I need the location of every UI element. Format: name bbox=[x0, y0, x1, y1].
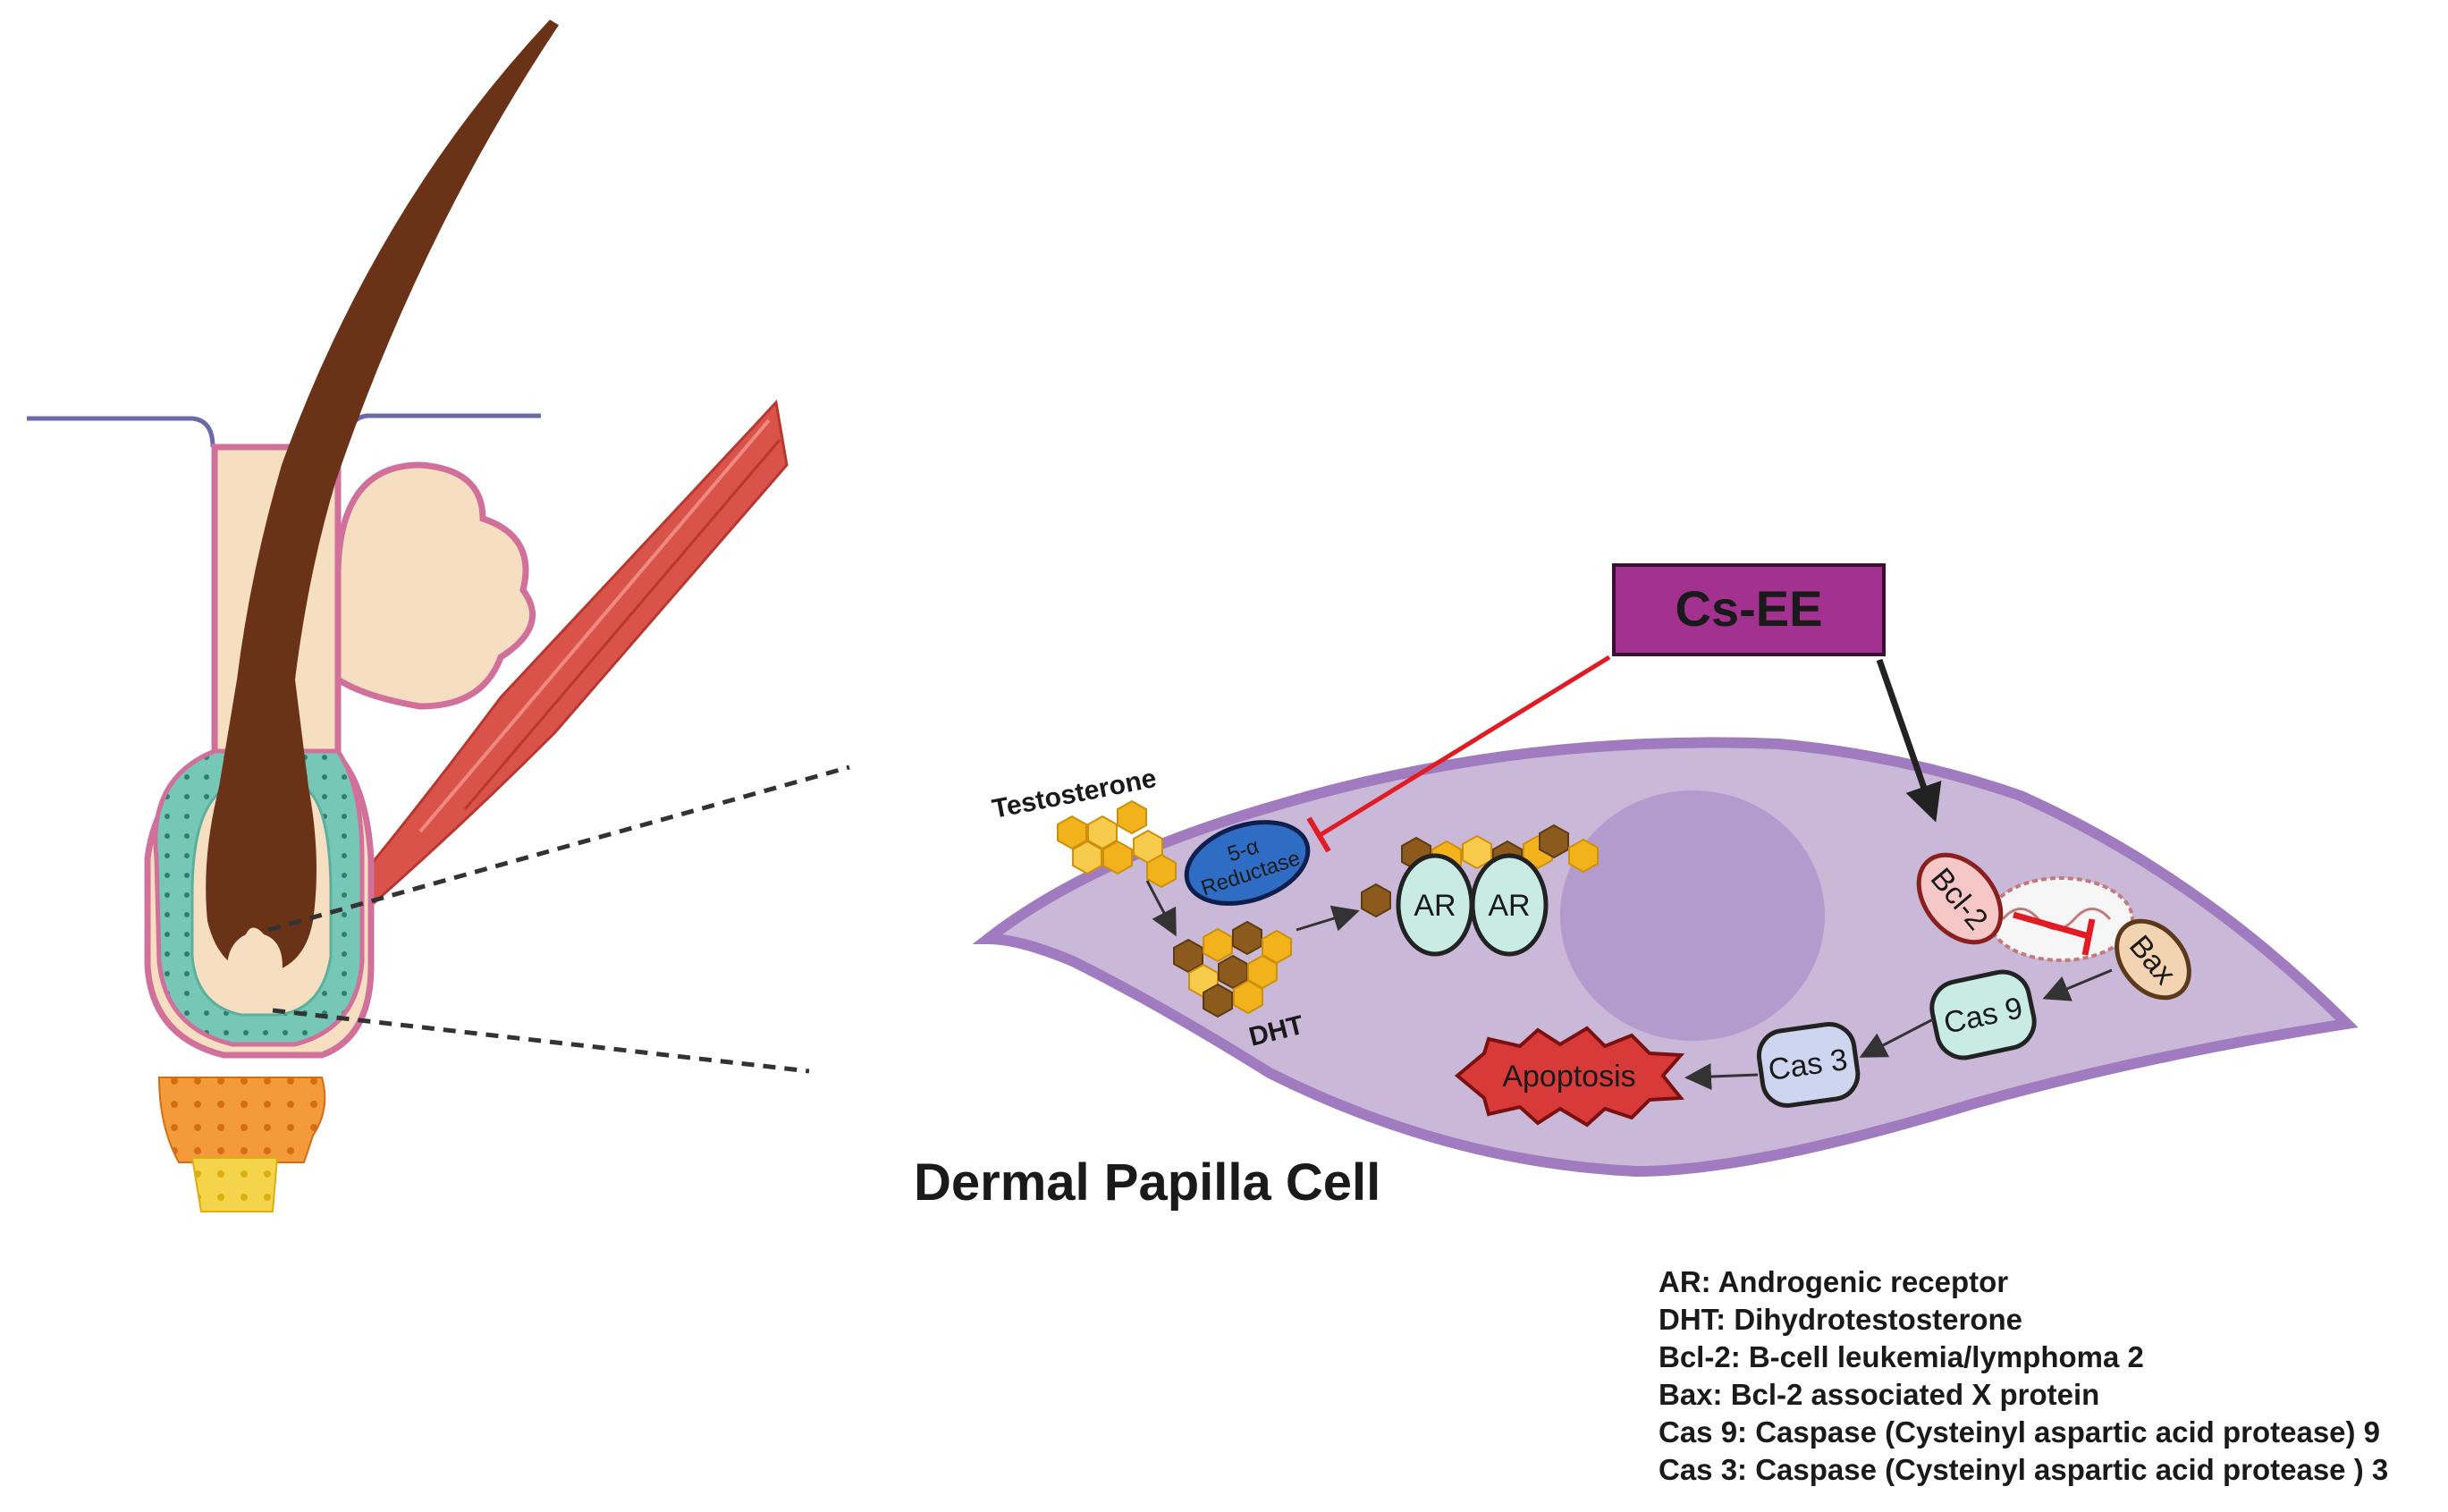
bcl2-node: Bcl-2 bbox=[1916, 852, 2004, 945]
bulb-cells-yellow bbox=[190, 1157, 279, 1212]
legend-item: Cas 9: Caspase (Cysteinyl aspartic acid … bbox=[1659, 1415, 2380, 1449]
diagram-title: Dermal Papilla Cell bbox=[914, 1153, 1380, 1212]
bulb-cells-orange bbox=[157, 1077, 326, 1163]
dermal-papilla bbox=[227, 927, 283, 993]
androgen-receptor-left: AR bbox=[1396, 853, 1474, 957]
arrow-testosterone-to-dht bbox=[1145, 880, 1177, 937]
dht-molecules bbox=[1173, 920, 1292, 1018]
arrow-cas9-to-cas3 bbox=[1859, 1018, 1934, 1058]
hair-follicle-illustration bbox=[27, 20, 850, 1212]
zoom-line-lower bbox=[272, 1008, 810, 1074]
arrow-dht-to-ar bbox=[1296, 905, 1360, 932]
legend-item: AR: Androgenic receptor bbox=[1659, 1265, 2008, 1298]
cas9-node: Cas 9 bbox=[1929, 969, 2037, 1060]
abbreviation-legend: AR: Androgenic receptor DHT: Dihydrotest… bbox=[1659, 1265, 2388, 1486]
inhibition-bcl2-to-bax bbox=[2013, 911, 2096, 956]
legend-item: Bcl-2: B-cell leukemia/lymphoma 2 bbox=[1659, 1340, 2144, 1373]
sebaceous-gland bbox=[334, 461, 536, 710]
arrow-cas3-to-apoptosis bbox=[1684, 1063, 1759, 1091]
ar-label-right: AR bbox=[1488, 889, 1530, 923]
cell-nucleus bbox=[1560, 790, 1825, 1041]
ar-label-left: AR bbox=[1414, 889, 1456, 923]
legend-item: Bax: Bcl-2 associated X protein bbox=[1659, 1378, 2099, 1411]
arrow-cs-to-bcl2 bbox=[1876, 658, 1942, 823]
apoptosis-node: Apoptosis bbox=[1454, 1026, 1685, 1128]
apoptosis-label: Apoptosis bbox=[1502, 1060, 1635, 1094]
arrow-bax-to-cas9 bbox=[2042, 968, 2113, 1001]
skin-surface-line bbox=[342, 413, 541, 448]
zoom-line-upper bbox=[267, 764, 850, 933]
treatment-box: Cs-EE bbox=[1612, 563, 1886, 656]
bax-node: Bax bbox=[2115, 918, 2191, 1001]
inhibition-cs-to-reductase bbox=[1306, 655, 1611, 853]
hair-shaft bbox=[206, 20, 559, 975]
legend-item: Cas 3: Caspase (Cysteinyl aspartic acid … bbox=[1659, 1453, 2388, 1486]
mitochondrion bbox=[1988, 876, 2134, 962]
cas3-node: Cas 3 bbox=[1756, 1022, 1861, 1108]
androgen-receptor-right: AR bbox=[1470, 853, 1549, 957]
legend-item: DHT: Dihydrotestosterone bbox=[1659, 1303, 2022, 1336]
testosterone-molecules bbox=[1057, 799, 1177, 889]
skin-surface-line bbox=[27, 416, 215, 448]
treatment-label: Cs-EE bbox=[1676, 580, 1823, 637]
